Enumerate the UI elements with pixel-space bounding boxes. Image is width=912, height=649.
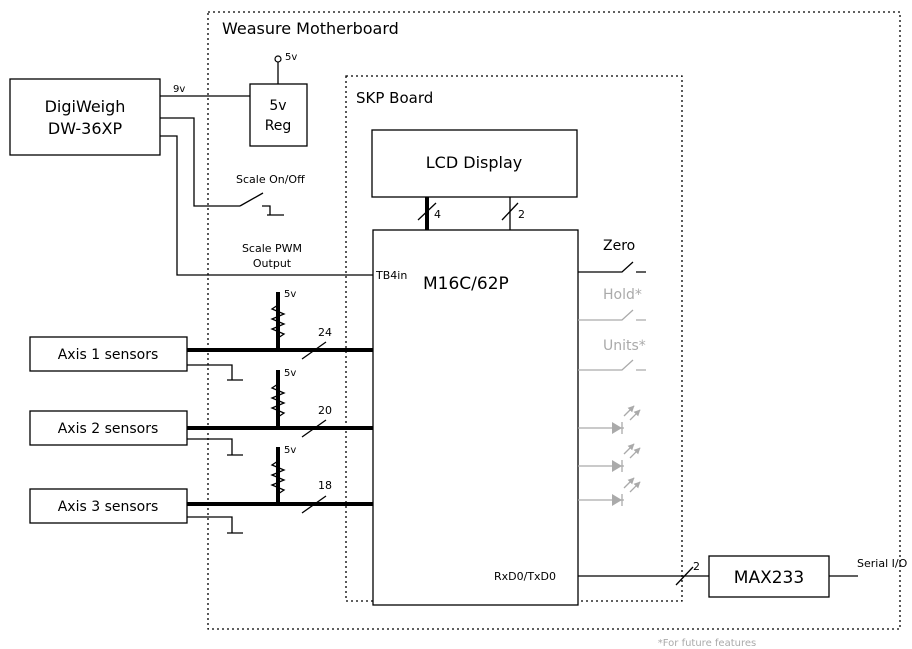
- led-icon: [578, 477, 641, 506]
- serial-io-label: Serial I/O: [857, 557, 908, 570]
- serial-bus-slash: [675, 566, 694, 586]
- zero-label: Zero: [603, 238, 635, 254]
- lcd-ctrl-slash: [501, 202, 519, 221]
- axis1-label: Axis 1 sensors: [58, 347, 159, 363]
- axis2-width: 20: [318, 404, 332, 417]
- axis3-sensors-box: [29, 488, 188, 524]
- scale-switch-blade: [239, 192, 264, 207]
- digiweigh-label-2: DW-36XP: [48, 119, 123, 138]
- hold-label: Hold*: [603, 287, 642, 303]
- serial-width: 2: [693, 560, 700, 573]
- max233-label: MAX233: [734, 568, 804, 588]
- supply-5v-terminal: [274, 55, 282, 63]
- ground-icon: [187, 364, 243, 381]
- regulator-box: [249, 83, 308, 147]
- skp-board-title: SKP Board: [356, 89, 433, 107]
- units-switch: [578, 359, 646, 371]
- lcd-display-label: LCD Display: [426, 153, 522, 172]
- axis2-bus-slash: [301, 419, 327, 438]
- digiweigh-box: [9, 78, 161, 156]
- axis3-pullup-label: 5v: [284, 445, 296, 456]
- scale-switch-wire: [160, 117, 240, 207]
- axis3-label: Axis 3 sensors: [58, 499, 159, 515]
- resistor-icon: [270, 460, 286, 495]
- rxtx-pin-label: RxD0/TxD0: [494, 570, 556, 583]
- lcd-data-width: 4: [434, 208, 441, 221]
- axis1-bus-slash: [301, 341, 327, 360]
- ground-icon: [187, 516, 243, 534]
- pwm-wire: [160, 135, 373, 276]
- pwm-label-2: Output: [253, 257, 292, 270]
- axis2-label: Axis 2 sensors: [58, 421, 159, 437]
- zero-switch: [578, 261, 646, 273]
- lcd-data-bus-slash: [417, 202, 437, 221]
- axis3-width: 18: [318, 479, 332, 492]
- ground-icon: [262, 205, 284, 216]
- max233-box: [708, 555, 830, 598]
- axis1-sensors-box: [29, 336, 188, 372]
- mcu-box: [372, 229, 579, 606]
- lcd-ctrl-width: 2: [518, 208, 525, 221]
- supply-5v-label: 5v: [285, 52, 297, 63]
- motherboard-title: Weasure Motherboard: [222, 19, 399, 38]
- regulator-label-2: Reg: [265, 118, 292, 134]
- hold-switch: [578, 309, 646, 321]
- scale-switch-label: Scale On/Off: [236, 173, 305, 186]
- ground-icon: [187, 438, 243, 456]
- resistor-icon: [270, 383, 286, 418]
- axis3-bus-slash: [301, 495, 327, 514]
- led-icon: [578, 405, 641, 434]
- units-label: Units*: [603, 338, 646, 354]
- pwm-label-1: Scale PWM: [242, 242, 302, 255]
- axis1-width: 24: [318, 326, 332, 339]
- digiweigh-label-1: DigiWeigh: [45, 97, 126, 116]
- motherboard-outline: [207, 11, 901, 630]
- axis2-sensors-box: [29, 410, 188, 446]
- led-icon: [578, 443, 641, 472]
- mcu-label: M16C/62P: [423, 274, 509, 294]
- footnote: *For future features: [658, 638, 756, 649]
- tb4in-pin-label: TB4in: [375, 269, 407, 282]
- axis1-pullup-label: 5v: [284, 289, 296, 300]
- supply-9v-label: 9v: [173, 84, 185, 95]
- lcd-display-box: [371, 129, 578, 198]
- resistor-icon: [270, 304, 286, 339]
- regulator-label-1: 5v: [269, 98, 286, 114]
- axis2-pullup-label: 5v: [284, 368, 296, 379]
